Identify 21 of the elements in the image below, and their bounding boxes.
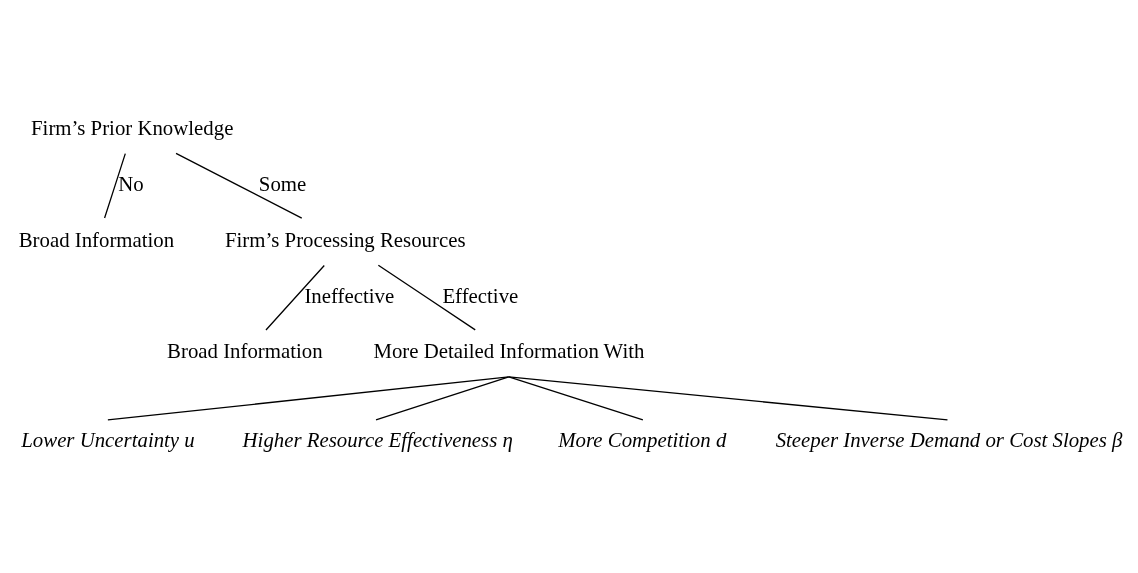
connector bbox=[508, 376, 949, 421]
connector bbox=[175, 152, 303, 219]
node-text: Broad Information bbox=[18, 227, 175, 252]
node-text: More Competition d bbox=[558, 428, 727, 453]
node-text: Firm’s Processing Resources bbox=[225, 227, 466, 252]
edge-label: Ineffective bbox=[304, 283, 395, 308]
node-text: Lower Uncertainty u bbox=[21, 428, 195, 453]
edge-label: Effective bbox=[442, 283, 519, 308]
node-text: Steeper Inverse Demand or Cost Slopes β bbox=[775, 428, 1123, 453]
node-text: Firm’s Prior Knowledge bbox=[31, 115, 234, 140]
connector bbox=[107, 376, 510, 421]
connector bbox=[377, 264, 476, 331]
node-text: Broad Information bbox=[167, 339, 323, 364]
connector bbox=[508, 376, 644, 421]
edge-label: No bbox=[118, 171, 144, 196]
node-text: More Detailed Information With bbox=[373, 339, 645, 364]
node-text: Higher Resource Effectiveness η bbox=[242, 428, 513, 453]
connector bbox=[103, 152, 126, 219]
connector bbox=[265, 264, 325, 331]
edge-label: Some bbox=[258, 171, 307, 196]
connector bbox=[375, 376, 510, 421]
